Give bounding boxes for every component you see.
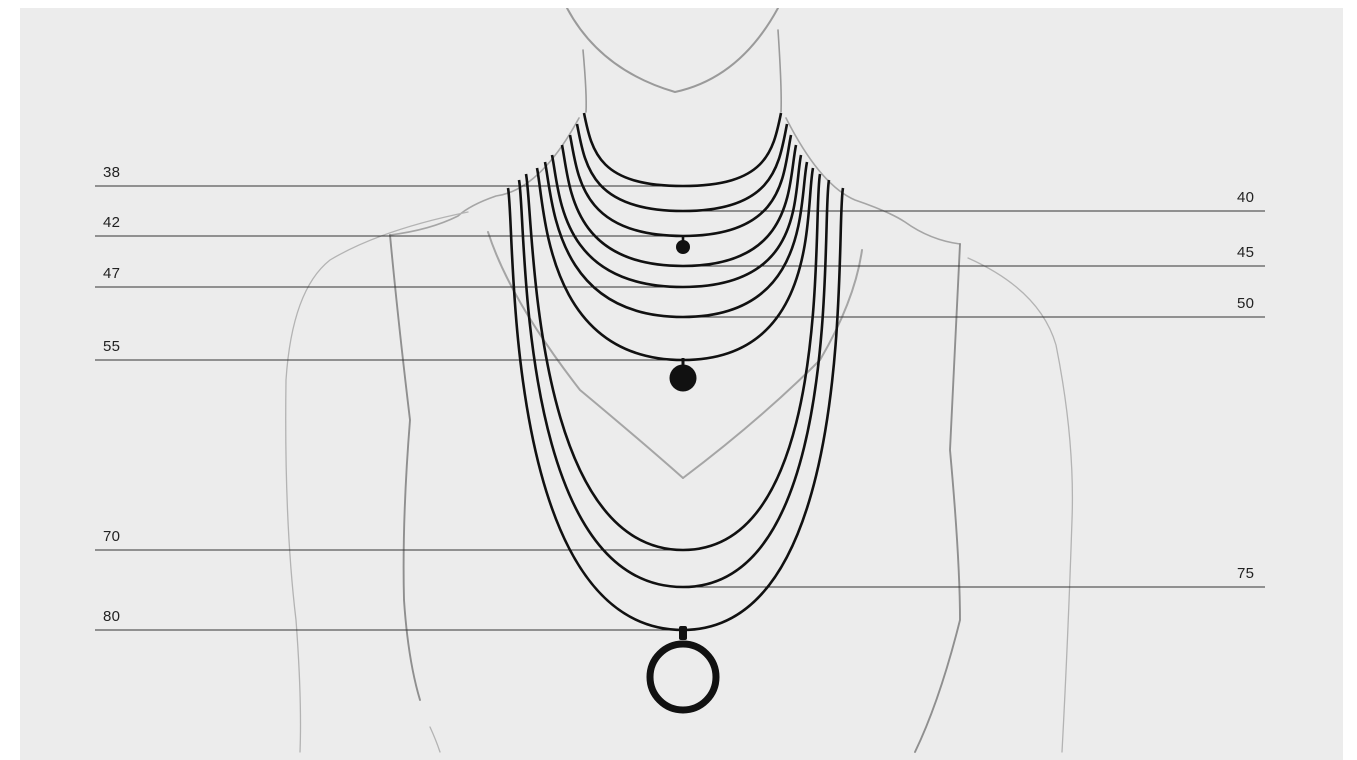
necklace-chain-38 — [584, 113, 781, 186]
length-label-42: 42 — [103, 215, 120, 231]
mannequin-arm-outer-left — [286, 212, 468, 752]
pendant-ring-80 — [650, 644, 716, 710]
pendant-disc-55 — [670, 365, 697, 392]
necklace-chain-55 — [537, 168, 813, 360]
length-label-50: 50 — [1237, 296, 1254, 312]
length-label-47: 47 — [103, 266, 120, 282]
mannequin-arm-outer-right — [968, 258, 1072, 752]
length-label-70: 70 — [103, 529, 120, 545]
mannequin-arm-inner-right — [915, 244, 960, 752]
length-label-80: 80 — [103, 609, 120, 625]
length-label-45: 45 — [1237, 245, 1254, 261]
length-label-55: 55 — [103, 339, 120, 355]
diagram-panel: 38 40 42 45 47 50 55 70 75 80 — [20, 8, 1343, 760]
mannequin-shoulder-left — [390, 118, 579, 235]
length-label-38: 38 — [103, 165, 120, 181]
necklace-pendants — [650, 236, 716, 710]
mannequin-neck-left — [583, 50, 586, 112]
mannequin-arm-lower-left — [430, 727, 440, 752]
pendant-drop-42 — [676, 240, 690, 254]
mannequin-neck-right — [778, 30, 781, 112]
length-label-40: 40 — [1237, 190, 1254, 206]
mannequin-bust-left — [488, 232, 683, 478]
mannequin-necklace-diagram — [20, 8, 1343, 760]
mannequin-chin — [567, 8, 778, 92]
length-label-75: 75 — [1237, 566, 1254, 582]
pendant-bail-80 — [679, 626, 687, 640]
